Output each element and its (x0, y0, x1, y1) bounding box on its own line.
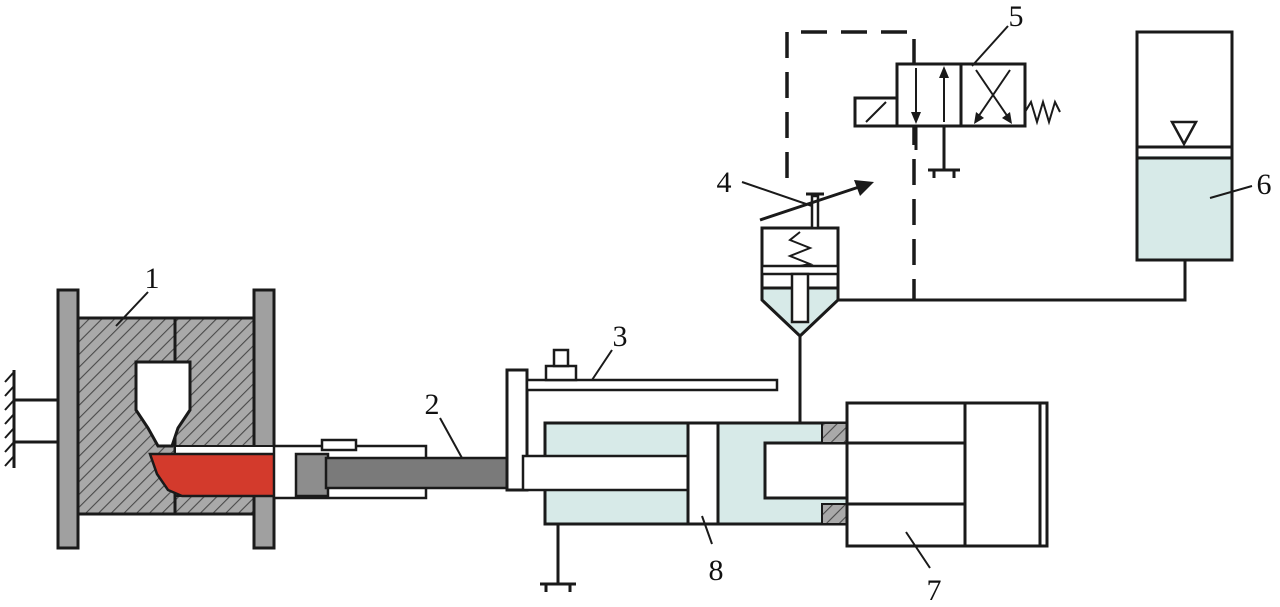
booster-plunger (763, 441, 847, 500)
piston (686, 421, 720, 526)
label-7: 7 (927, 574, 942, 607)
valve-stem (790, 272, 810, 324)
label-2: 2 (425, 388, 440, 421)
directional-valve (853, 62, 1061, 178)
mold-cavity (134, 360, 192, 448)
label-6: 6 (1257, 168, 1272, 201)
leader-5 (971, 25, 1009, 67)
position-rod (525, 378, 779, 392)
shot-rod (324, 456, 514, 490)
supply-line (838, 260, 1187, 302)
moving-platen (252, 288, 276, 550)
injection-cylinder (521, 421, 849, 592)
pilot-line (785, 30, 916, 300)
limit-block (544, 364, 578, 382)
label-8: 8 (709, 554, 724, 587)
leader-4 (741, 181, 813, 207)
seal-bottom (821, 503, 848, 525)
ground-support (4, 370, 58, 468)
leader-7 (905, 531, 931, 569)
valve-spring (787, 231, 814, 267)
leader-1 (115, 291, 149, 327)
adjust-arrow (759, 184, 863, 222)
leader-6 (1209, 185, 1253, 199)
label-3: 3 (613, 320, 628, 353)
seal-top (821, 422, 848, 444)
adjust-screw (810, 194, 820, 230)
mold (4, 288, 300, 550)
return-spring (1024, 98, 1061, 126)
tank (1135, 30, 1234, 262)
pour-hole (320, 438, 358, 452)
leader-8 (701, 515, 713, 545)
label-5: 5 (1009, 0, 1024, 33)
label-4: 4 (717, 166, 732, 199)
leader-lines (115, 25, 1253, 569)
plunger-tip (294, 452, 330, 498)
fixed-platen (56, 288, 80, 550)
leader-2 (439, 417, 463, 459)
label-1: 1 (145, 262, 160, 295)
pressure-valve (759, 180, 874, 339)
booster-cylinder (845, 401, 1049, 548)
leader-3 (591, 349, 613, 381)
limit-switch (552, 348, 570, 368)
piston-rod (521, 454, 690, 492)
level-indicator-icon (1169, 120, 1199, 147)
